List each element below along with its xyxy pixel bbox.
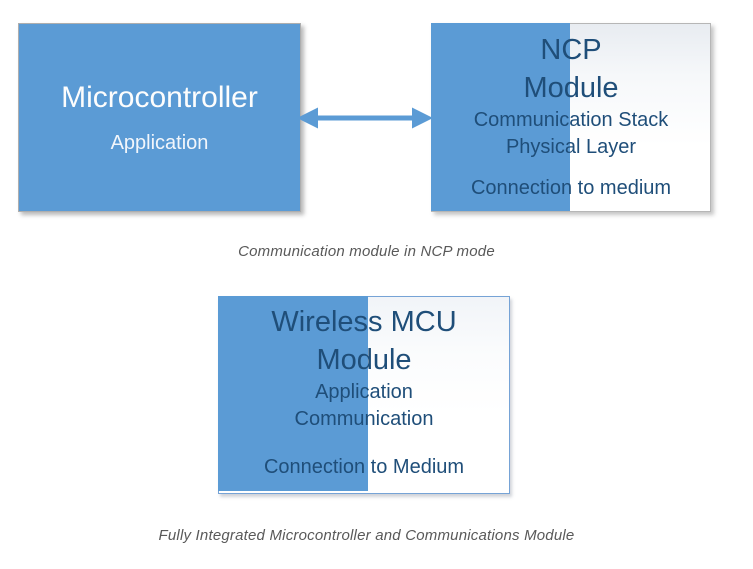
ncp-module-box: NCP Module Communication Stack Physical … <box>431 23 711 212</box>
wireless-mcu-box-stack-line2: Communication <box>294 408 434 430</box>
microcontroller-box-title: Microcontroller <box>61 80 258 114</box>
ncp-box-title-line2: Module <box>523 72 619 104</box>
ncp-box-content: NCP Module Communication Stack Physical … <box>432 24 710 211</box>
ncp-mode-caption: Communication module in NCP mode <box>238 243 495 260</box>
wireless-mcu-box-bottom-line: Connection to Medium <box>263 456 465 478</box>
wireless-mcu-box-title-line2: Module <box>316 344 412 376</box>
wireless-mcu-module-box: Wireless MCU Module Application Communic… <box>218 296 510 494</box>
bidirectional-arrow-icon <box>297 102 433 134</box>
wireless-mcu-box-title-line1: Wireless MCU <box>271 306 457 338</box>
ncp-box-blue-half <box>431 23 570 211</box>
wireless-mcu-box-content: Wireless MCU Module Application Communic… <box>219 297 509 493</box>
ncp-box-bottom-line: Connection to medium <box>470 177 672 199</box>
microcontroller-box: Microcontroller Application <box>18 23 301 212</box>
ncp-box-title-line1: NCP <box>540 34 602 66</box>
microcontroller-box-subtitle: Application <box>110 131 209 154</box>
ncp-box-stack-line1: Communication Stack <box>473 109 669 131</box>
wireless-mcu-box-blue-half <box>218 296 368 491</box>
wireless-mcu-box-stack-line1: Application <box>315 381 413 403</box>
ncp-box-stack-line2: Physical Layer <box>505 136 637 158</box>
integrated-mode-caption: Fully Integrated Microcontroller and Com… <box>158 527 575 544</box>
